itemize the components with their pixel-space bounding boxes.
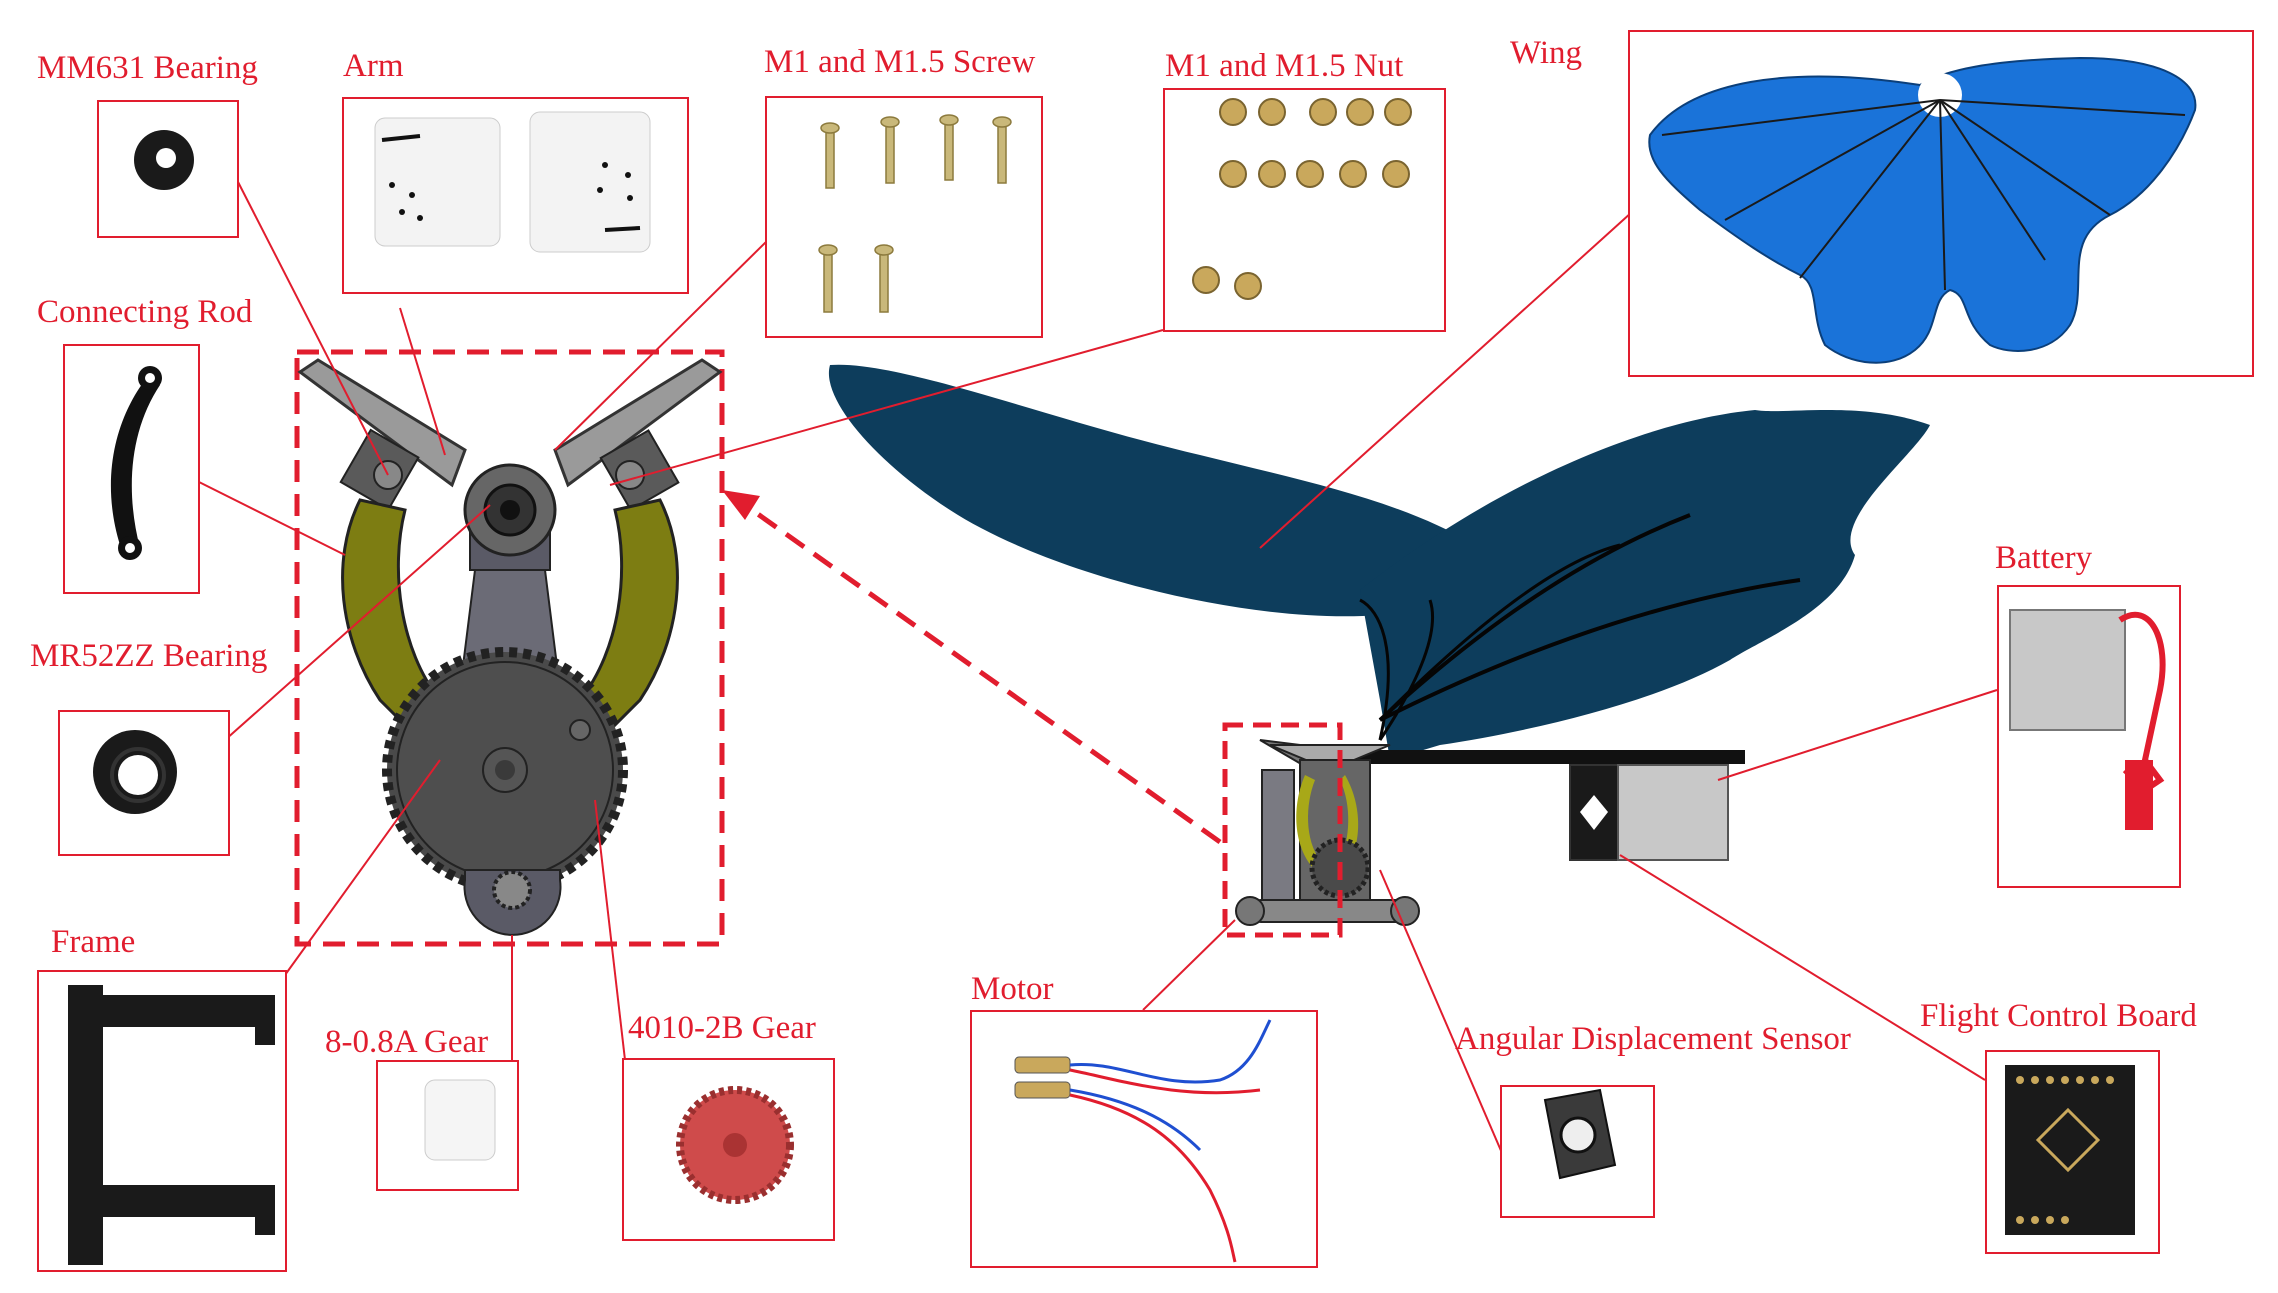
wing-box [1628, 30, 2254, 377]
label-flight-board: Flight Control Board [1920, 998, 2197, 1034]
arm-box [342, 97, 689, 294]
large-gear [382, 647, 628, 893]
label-gear-8: 8-0.8A Gear [325, 1024, 489, 1060]
label-frame: Frame [51, 924, 136, 960]
gear-8-box [376, 1060, 519, 1191]
label-motor: Motor [971, 971, 1054, 1007]
label-connecting-rod: Connecting Rod [37, 294, 253, 330]
leader-lines [194, 177, 1998, 1161]
gear-4010-box [622, 1058, 835, 1241]
mechanism-detail-view [294, 349, 725, 947]
label-sensor: Angular Displacement Sensor [1455, 1021, 1851, 1057]
mr52zz-bearing-box [58, 710, 230, 856]
frame-box [37, 970, 287, 1272]
label-arm: Arm [343, 48, 404, 84]
small-gear [463, 869, 562, 936]
label-mm631-bearing: MM631 Bearing [37, 50, 258, 86]
label-gear-4010: 4010-2B Gear [628, 1010, 816, 1046]
ornithopter-render [828, 364, 1930, 938]
flight-board-box [1985, 1050, 2160, 1254]
label-battery: Battery [1995, 540, 2093, 576]
main-wing-upper [828, 364, 1475, 617]
label-wing: Wing [1510, 35, 1582, 71]
label-nut: M1 and M1.5 Nut [1165, 48, 1404, 84]
detail-dashed-box [294, 349, 725, 947]
mechanism-dashed-box [1222, 722, 1343, 938]
nut-box [1163, 88, 1446, 332]
label-screw: M1 and M1.5 Screw [764, 44, 1036, 80]
connecting-rod-box [63, 344, 200, 594]
sensor-box [1500, 1085, 1655, 1218]
screw-box [765, 96, 1043, 338]
main-wing-lower [1360, 410, 1930, 760]
motor-box [970, 1010, 1318, 1268]
battery-box [1997, 585, 2181, 888]
mm631-bearing-box [97, 100, 239, 238]
zoom-arrow-line [736, 497, 1222, 845]
label-mr52zz-bearing: MR52ZZ Bearing [30, 638, 268, 674]
zoom-arrow-head [722, 490, 760, 520]
